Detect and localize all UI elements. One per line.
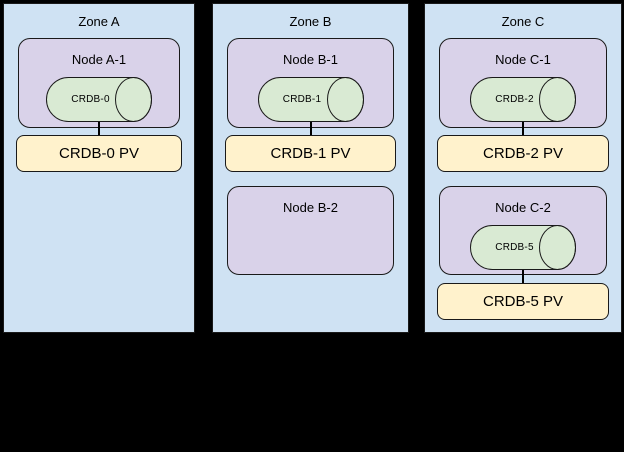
cylinder-icon (257, 77, 364, 122)
cylinder-icon (470, 225, 576, 270)
crdb-1-pv: CRDB-1 PV (225, 135, 396, 172)
zone-b: Zone B Node B-1 CRDB-1 CRDB-1 PV Node B-… (212, 3, 409, 333)
cylinder-icon (46, 77, 152, 122)
crdb-2-pod-label: CRDB-2 (495, 94, 534, 105)
node-c-1: Node C-1 CRDB-2 (439, 38, 607, 128)
connector-crdb-0 (98, 122, 100, 138)
node-c-1-title: Node C-1 (495, 52, 551, 67)
crdb-0-pod-label: CRDB-0 (71, 94, 110, 105)
connector-crdb-5 (522, 270, 524, 286)
crdb-5-pv: CRDB-5 PV (437, 283, 609, 320)
crdb-1-pod-label: CRDB-1 (282, 94, 322, 105)
node-b-1-title: Node B-1 (283, 52, 338, 67)
node-c-2-title: Node C-2 (495, 200, 551, 215)
zone-a-title: Zone A (78, 14, 120, 29)
connector-crdb-1 (309, 122, 312, 138)
node-b-2: Node B-2 (227, 186, 394, 275)
crdb-2-pv: CRDB-2 PV (437, 135, 609, 172)
crdb-0-pod: CRDB-0 (46, 77, 152, 122)
crdb-2-pv-label: CRDB-2 PV (482, 145, 564, 162)
crdb-1-pod: CRDB-1 (257, 77, 364, 122)
node-b-2-title: Node B-2 (283, 200, 338, 215)
crdb-2-pod: CRDB-2 (470, 77, 576, 122)
node-c-2: Node C-2 CRDB-5 (439, 186, 607, 275)
node-a-1: Node A-1 CRDB-0 (18, 38, 180, 128)
node-b-1: Node B-1 CRDB-1 (227, 38, 394, 128)
zone-b-title: Zone B (289, 14, 332, 29)
zone-c-title: Zone C (501, 14, 545, 29)
crdb-0-pv-label: CRDB-0 PV (58, 145, 140, 162)
zone-c: Zone C Node C-1 CRDB-2 CRDB-2 PV Node C-… (424, 3, 622, 333)
connector-crdb-2 (522, 122, 524, 138)
crdb-0-pv: CRDB-0 PV (16, 135, 182, 172)
crdb-5-pod: CRDB-5 (470, 225, 576, 270)
node-a-1-title: Node A-1 (71, 52, 127, 67)
crdb-5-pod-label: CRDB-5 (495, 242, 534, 253)
crdb-1-pv-label: CRDB-1 PV (270, 145, 351, 162)
crdb-5-pv-label: CRDB-5 PV (482, 293, 564, 310)
cylinder-icon (470, 77, 576, 122)
zone-a: Zone A Node A-1 CRDB-0 CRDB-0 PV (3, 3, 195, 333)
